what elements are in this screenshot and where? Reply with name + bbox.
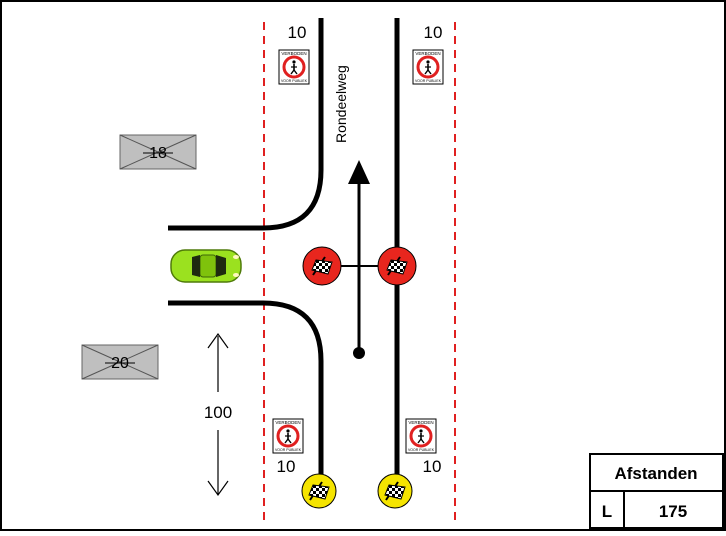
- no-pedestrian-sign-bottom-right: VERBODEN VOOR PUBLIEK: [404, 417, 438, 455]
- direction-arrow-start-dot: [353, 347, 365, 359]
- sign-text-bottom: VOOR PUBLIEK: [275, 448, 302, 452]
- house-18: 18: [119, 134, 197, 170]
- yellow-flag-marker-left: [301, 473, 337, 509]
- sign-text-bottom: VOOR PUBLIEK: [408, 448, 435, 452]
- road-edge-upper-left: [168, 18, 324, 231]
- table-value: 175: [659, 502, 687, 521]
- road-name: Rondeelweg: [333, 65, 349, 143]
- sign-text-top: VERBODEN: [281, 51, 306, 56]
- sign-text-top: VERBODEN: [275, 420, 300, 425]
- distance-label-bottom-right: 10: [423, 457, 442, 476]
- table-label: L: [602, 502, 612, 521]
- table-title: Afstanden: [614, 464, 697, 483]
- no-pedestrian-sign-bottom-left: VERBODEN VOOR PUBLIEK: [271, 417, 305, 455]
- no-pedestrian-sign-top-right: VERBODEN VOOR PUBLIEK: [411, 48, 445, 86]
- sign-text-bottom: VOOR PUBLIEK: [281, 79, 308, 83]
- yellow-flag-marker-right: [377, 473, 413, 509]
- sign-text-top: VERBODEN: [408, 420, 433, 425]
- direction-arrow-head: [348, 160, 370, 184]
- distance-label-top-left: 10: [288, 23, 307, 42]
- road-edge-lower-left: [168, 300, 324, 500]
- measurement-arrow: [207, 332, 229, 497]
- sign-text-bottom: VOOR PUBLIEK: [415, 79, 442, 83]
- car-icon: [170, 249, 242, 283]
- distance-label-bottom-left: 10: [277, 457, 296, 476]
- sign-text-top: VERBODEN: [415, 51, 440, 56]
- measurement-label: 100: [204, 403, 232, 422]
- red-flag-marker-left: [302, 246, 342, 286]
- distances-table: Afstanden L 175: [589, 453, 724, 529]
- no-pedestrian-sign-top-left: VERBODEN VOOR PUBLIEK: [277, 48, 311, 86]
- red-flag-marker-right: [377, 246, 417, 286]
- distance-label-top-right: 10: [424, 23, 443, 42]
- house-20: 20: [81, 344, 159, 380]
